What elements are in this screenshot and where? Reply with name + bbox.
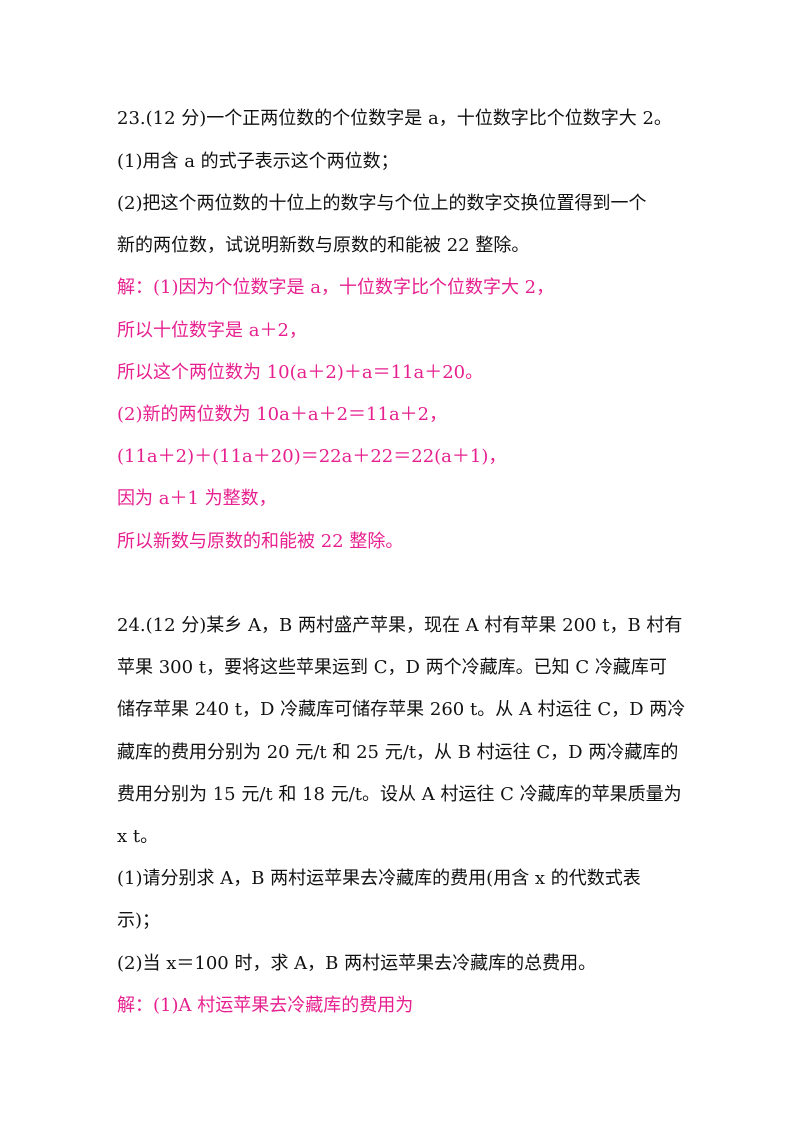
q24-part2: (2)当 x＝100 时，求 A，B 两村运苹果去冷藏库的总费用。 — [117, 953, 597, 974]
q24-part1-line1: (1)请分别求 A，B 两村运苹果去冷藏库的费用(用含 x 的代数式表 — [117, 868, 641, 889]
q24-stem-line: x t。 — [117, 826, 159, 847]
q24-stem-line: 苹果 300 t，要将这些苹果运到 C，D 两个冷藏库。已知 C 冷藏库可 — [117, 657, 667, 678]
q23-stem: 23.(12 分)一个正两位数的个位数字是 a，十位数字比个位数字大 2。 — [117, 108, 672, 129]
q24-stem-line: 24.(12 分)某乡 A，B 两村盛产苹果，现在 A 村有苹果 200 t，B… — [117, 615, 683, 636]
q23-solution-line: 所以新数与原数的和能被 22 整除。 — [117, 531, 404, 552]
q24-stem-line: 藏库的费用分别为 20 元/t 和 25 元/t，从 B 村运往 C，D 两冷藏… — [117, 742, 679, 763]
q23-solution-line: 所以十位数字是 a＋2， — [117, 320, 307, 341]
q24-stem-line: 储存苹果 240 t，D 冷藏库可储存苹果 260 t。从 A 村运往 C，D … — [117, 699, 686, 720]
q24-part1-line2: 示)； — [117, 910, 161, 931]
q23-solution-line: (11a＋2)＋(11a＋20)＝22a＋22＝22(a＋1)， — [117, 446, 507, 467]
q23-part1: (1)用含 a 的式子表示这个两位数； — [117, 151, 399, 172]
q23-solution-line: 所以这个两位数为 10(a＋2)＋a＝11a＋20。 — [117, 362, 484, 383]
q24-stem-line: 费用分别为 15 元/t 和 18 元/t。设从 A 村运往 C 冷藏库的苹果质… — [117, 784, 682, 805]
q23-solution-line: (2)新的两位数为 10a＋a＋2＝11a＋2， — [117, 404, 448, 425]
q23-solution-line: 解：(1)因为个位数字是 a，十位数字比个位数字大 2， — [117, 277, 555, 298]
q24-solution-line: 解：(1)A 村运苹果去冷藏库的费用为 — [117, 995, 414, 1016]
q23-part2-line1: (2)把这个两位数的十位上的数字与个位上的数字交换位置得到一个 — [117, 193, 647, 214]
q23-solution-line: 因为 a＋1 为整数， — [117, 488, 277, 509]
q23-part2-line2: 新的两位数，试说明新数与原数的和能被 22 整除。 — [117, 235, 530, 256]
